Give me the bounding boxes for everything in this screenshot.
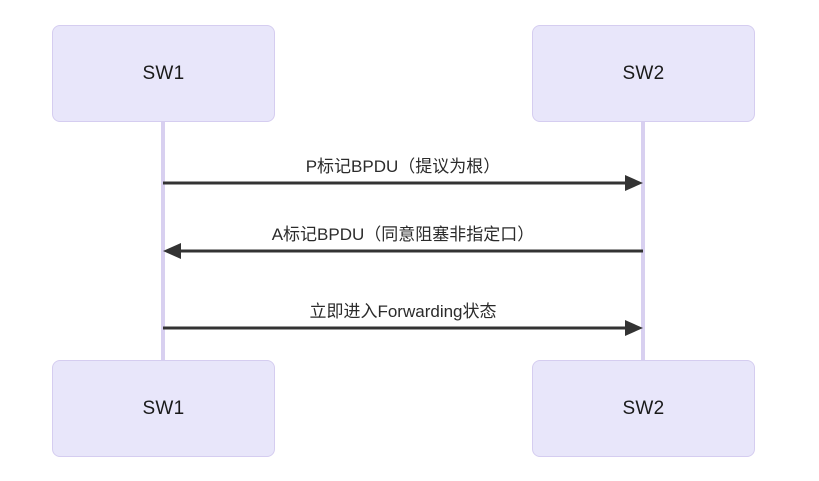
participant-box-sw1-top[interactable]: SW1 bbox=[52, 25, 275, 122]
message-2: A标记BPDU（同意阻塞非指定口） bbox=[163, 218, 643, 259]
message-1-arrow-right-icon bbox=[163, 172, 643, 191]
lifeline-sw2 bbox=[641, 122, 645, 361]
participant-label: SW2 bbox=[622, 62, 665, 84]
participant-label: SW1 bbox=[142, 397, 185, 419]
participant-box-sw2-top[interactable]: SW2 bbox=[532, 25, 755, 122]
participant-label: SW2 bbox=[622, 397, 665, 419]
message-3-label: 立即进入Forwarding状态 bbox=[309, 301, 497, 321]
message-1: P标记BPDU（提议为根） bbox=[163, 150, 643, 191]
message-1-label: P标记BPDU（提议为根） bbox=[305, 156, 501, 176]
message-2-label: A标记BPDU（同意阻塞非指定口） bbox=[271, 224, 535, 244]
participant-label: SW1 bbox=[142, 62, 185, 84]
message-3-arrow-right-icon bbox=[163, 317, 643, 336]
participant-box-sw2-bottom[interactable]: SW2 bbox=[532, 360, 755, 457]
message-2-arrow-left-icon bbox=[163, 240, 643, 259]
message-3: 立即进入Forwarding状态 bbox=[163, 295, 643, 336]
lifeline-sw1 bbox=[161, 122, 165, 361]
participant-box-sw1-bottom[interactable]: SW1 bbox=[52, 360, 275, 457]
